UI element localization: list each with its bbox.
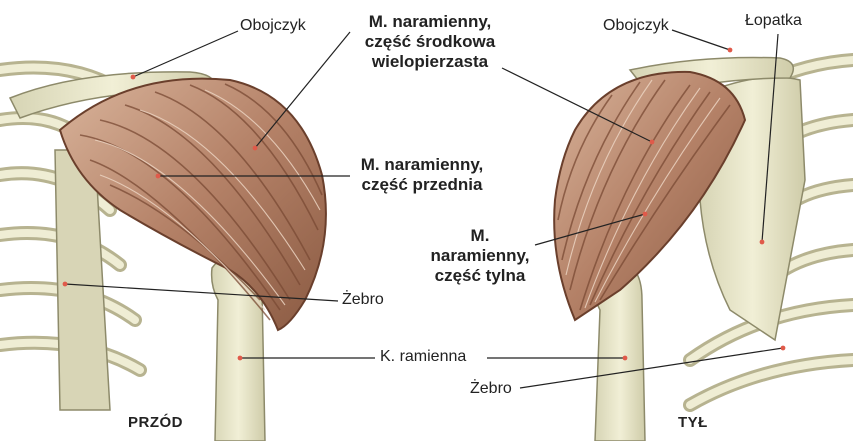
dot-back-clavicle	[727, 47, 733, 53]
caption-back: TYŁ	[678, 414, 708, 431]
label-deltoid-posterior-line2: naramienny,	[430, 246, 530, 265]
dot-front-deltoid-middle	[252, 145, 258, 151]
label-deltoid-posterior-line1: M.	[470, 226, 490, 245]
label-dots	[62, 47, 786, 361]
label-front-clavicle: Obojczyk	[240, 17, 306, 34]
label-deltoid-middle: M. naramienny, część środkowa wielopierz…	[355, 12, 505, 72]
caption-front: PRZÓD	[128, 414, 183, 431]
dot-back-deltoid-posterior	[642, 211, 648, 217]
leader-back-clavicle	[671, 29, 731, 51]
label-deltoid-anterior-line1: M. naramienny,	[360, 155, 484, 174]
label-deltoid-middle-line1: M. naramienny,	[368, 12, 492, 31]
label-deltoid-middle-line2: część środkowa	[364, 32, 496, 51]
leader-lines	[64, 29, 784, 389]
label-back-clavicle: Obojczyk	[603, 17, 669, 34]
dot-back-rib	[780, 345, 786, 351]
leader-back-rib	[519, 347, 784, 389]
dot-front-clavicle	[130, 74, 136, 80]
dot-front-humerus	[237, 355, 243, 361]
back-view	[553, 53, 853, 441]
label-deltoid-anterior-line2: część przednia	[361, 175, 483, 194]
dot-back-humerus	[622, 355, 628, 361]
label-humerus: K. ramienna	[380, 348, 467, 365]
leader-front-rib	[64, 283, 339, 302]
rib-shape	[683, 353, 853, 412]
label-front-rib: Żebro	[342, 291, 384, 308]
back-deltoid-shape	[553, 70, 747, 322]
front-view	[0, 60, 327, 441]
leader-front-deltoid-middle	[254, 31, 351, 149]
leader-back-deltoid-posterior	[534, 213, 646, 246]
dot-back-scapula	[759, 239, 765, 245]
dot-front-rib	[62, 281, 68, 287]
dot-back-deltoid-middle	[649, 139, 655, 145]
front-deltoid-shape	[58, 77, 327, 332]
label-deltoid-posterior: M. naramienny, część tylna	[420, 226, 540, 286]
dot-front-deltoid-anterior	[155, 173, 161, 179]
label-back-rib: Żebro	[470, 380, 512, 397]
label-deltoid-posterior-line3: część tylna	[434, 266, 526, 285]
leader-front-clavicle	[132, 30, 239, 78]
leader-back-scapula	[761, 33, 779, 243]
label-scapula: Łopatka	[745, 12, 802, 29]
label-deltoid-middle-line3: wielopierzasta	[371, 52, 489, 71]
label-deltoid-anterior: M. naramienny, część przednia	[352, 155, 492, 195]
leader-back-deltoid-middle	[501, 67, 653, 143]
